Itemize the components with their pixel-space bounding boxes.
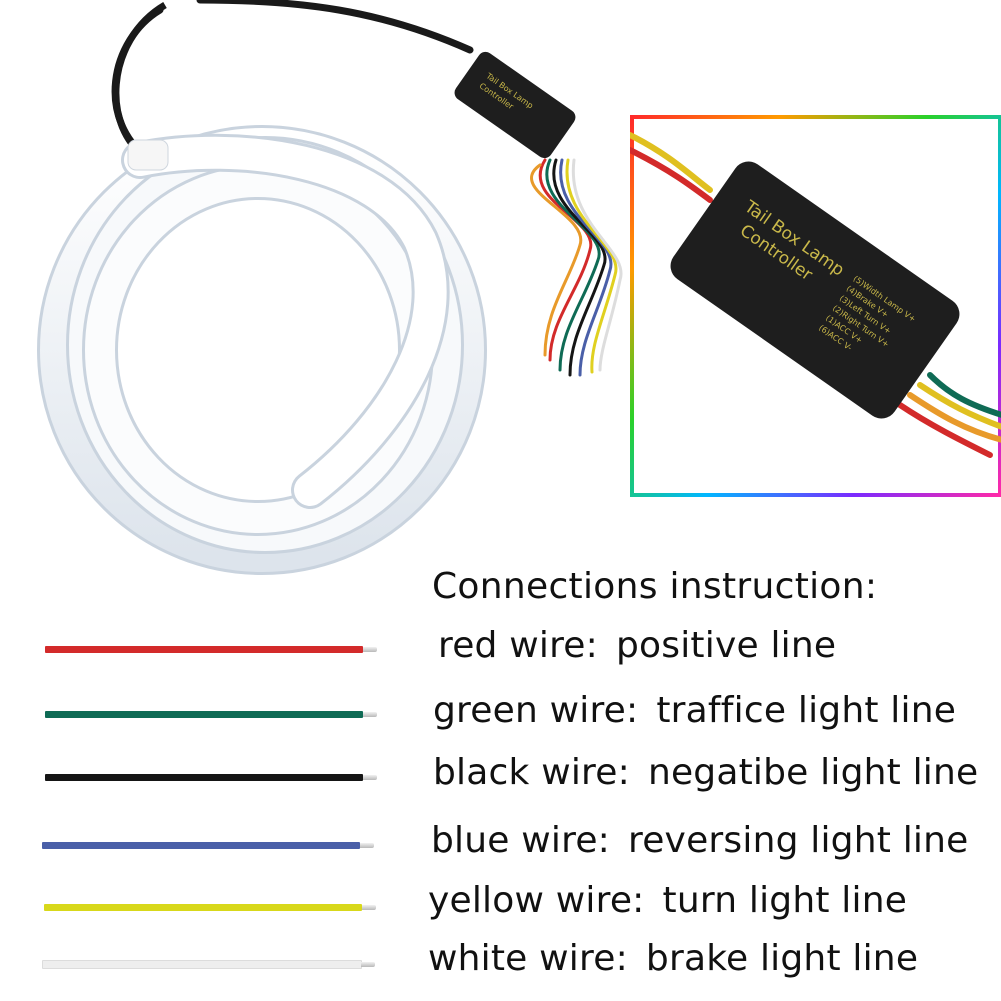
black-wire-swatch <box>45 774 377 781</box>
legend-row-black: black wire: negatibe light line <box>0 752 1001 802</box>
red-wire-swatch <box>45 646 377 653</box>
wire-role: brake light line <box>645 938 919 979</box>
wire-role: turn light line <box>662 880 908 921</box>
legend-row-red: red wire: positive line <box>0 625 1001 675</box>
connections-title: Connections instruction: <box>432 566 878 607</box>
legend-row-white: white wire: brake light line <box>0 938 1001 988</box>
green-wire-swatch <box>45 711 377 718</box>
legend-row-yellow: yellow wire: turn light line <box>0 880 1001 930</box>
controller-closeup: Tail Box Lamp Controller (5)Width Lamp V… <box>630 115 1001 497</box>
wire-name: green wire: <box>433 690 639 731</box>
blue-wire-swatch <box>42 842 374 849</box>
yellow-wire-swatch <box>44 904 376 911</box>
wire-role: positive line <box>616 625 837 666</box>
wire-role: reversing light line <box>628 820 969 861</box>
legend-row-blue: blue wire: reversing light line <box>0 820 1001 870</box>
led-strip-illustration: Tail Box Lamp Controller <box>37 0 623 575</box>
wire-name: yellow wire: <box>428 880 645 921</box>
wire-role: negatibe light line <box>647 752 979 793</box>
wire-name: white wire: <box>428 938 628 979</box>
legend-row-green: green wire: traffice light line <box>0 690 1001 740</box>
wire-name: blue wire: <box>431 820 610 861</box>
white-wire-swatch <box>42 960 375 969</box>
wire-name: black wire: <box>433 752 630 793</box>
wire-role: traffice light line <box>656 690 957 731</box>
wire-name: red wire: <box>438 625 598 666</box>
